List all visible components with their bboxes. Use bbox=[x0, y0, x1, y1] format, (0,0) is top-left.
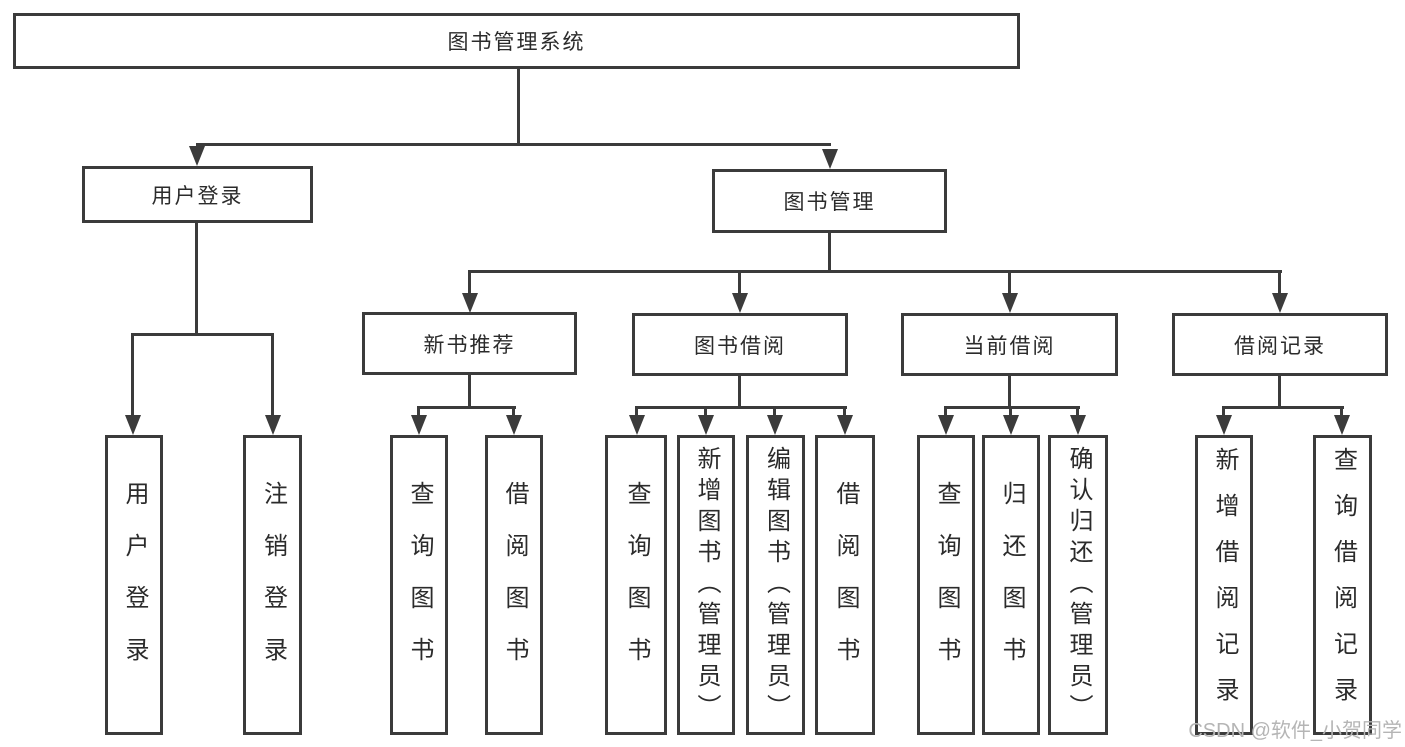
connector-arrow bbox=[837, 415, 853, 435]
connector-vline bbox=[828, 233, 831, 273]
connector-vline bbox=[1340, 406, 1343, 417]
leaf-query-borrow-record: 查询借阅记录 bbox=[1313, 435, 1372, 735]
node-current-borrowing: 当前借阅 bbox=[901, 313, 1118, 376]
connector-hline bbox=[196, 143, 831, 146]
connector-vline bbox=[1008, 270, 1011, 295]
leaf-add-books-admin: 新增图书（管理员） bbox=[677, 435, 735, 735]
node-user-login: 用户登录 bbox=[82, 166, 313, 223]
connector-arrow bbox=[767, 415, 783, 435]
node-new-book-recommend-label: 新书推荐 bbox=[423, 333, 516, 357]
connector-vline bbox=[944, 406, 947, 417]
leaf-edit-books-admin: 编辑图书（管理员） bbox=[746, 435, 805, 735]
connector-vline bbox=[1278, 376, 1281, 409]
connector-arrow bbox=[189, 146, 205, 166]
connector-vline bbox=[131, 333, 134, 417]
leaf-logout-label: 注销登录 bbox=[259, 481, 287, 689]
leaf-user-login-label: 用户登录 bbox=[121, 481, 148, 689]
node-book-management-label: 图书管理 bbox=[783, 191, 876, 214]
connector-arrow bbox=[629, 415, 645, 435]
leaf-query-books-borrow-label: 查询图书 bbox=[623, 481, 650, 689]
connector-hline bbox=[417, 406, 516, 409]
connector-arrow bbox=[938, 415, 954, 435]
connector-vline bbox=[1222, 406, 1225, 417]
node-borrowing-records: 借阅记录 bbox=[1172, 313, 1388, 376]
connector-vline bbox=[468, 375, 471, 409]
node-new-book-recommend: 新书推荐 bbox=[362, 312, 577, 375]
watermark: CSDN @软件_小贺同学 bbox=[1188, 720, 1402, 742]
leaf-edit-books-admin-label: 编辑图书（管理员） bbox=[762, 445, 790, 725]
leaf-confirm-return-admin-label: 确认归还（管理员） bbox=[1065, 445, 1092, 725]
connector-vline bbox=[738, 376, 741, 409]
leaf-query-borrow-record-label: 查询借阅记录 bbox=[1329, 447, 1357, 723]
leaf-query-books-recommend-label: 查询图书 bbox=[406, 481, 433, 689]
leaf-query-books-borrow: 查询图书 bbox=[605, 435, 667, 735]
leaf-return-books-label: 归还图书 bbox=[998, 481, 1025, 689]
connector-vline bbox=[1278, 270, 1281, 295]
leaf-query-books-current: 查询图书 bbox=[917, 435, 975, 735]
connector-arrow bbox=[1272, 293, 1288, 313]
node-book-management: 图书管理 bbox=[712, 169, 947, 233]
connector-arrow bbox=[462, 293, 478, 313]
connector-vline bbox=[1008, 376, 1011, 409]
leaf-confirm-return-admin: 确认归还（管理员） bbox=[1048, 435, 1108, 735]
node-root-library-system: 图书管理系统 bbox=[13, 13, 1020, 69]
connector-hline bbox=[635, 406, 847, 409]
connector-hline bbox=[944, 406, 1080, 409]
connector-arrow bbox=[822, 149, 838, 169]
leaf-add-borrow-record-label: 新增借阅记录 bbox=[1211, 447, 1238, 723]
connector-vline bbox=[512, 406, 515, 417]
connector-hline bbox=[468, 270, 1282, 273]
leaf-add-borrow-record: 新增借阅记录 bbox=[1195, 435, 1253, 735]
connector-vline bbox=[1076, 406, 1079, 417]
connector-vline bbox=[271, 333, 274, 417]
leaf-query-books-current-label: 查询图书 bbox=[933, 481, 960, 689]
leaf-logout: 注销登录 bbox=[243, 435, 302, 735]
connector-arrow bbox=[698, 415, 714, 435]
node-book-borrowing-label: 图书借阅 bbox=[694, 334, 786, 358]
connector-arrow bbox=[1070, 415, 1086, 435]
connector-vline bbox=[738, 270, 741, 295]
connector-hline bbox=[131, 333, 273, 336]
connector-arrow bbox=[506, 415, 522, 435]
connector-hline bbox=[1222, 406, 1344, 409]
leaf-add-books-admin-label: 新增图书（管理员） bbox=[693, 445, 720, 725]
connector-arrow bbox=[1216, 415, 1232, 435]
node-user-login-label: 用户登录 bbox=[151, 184, 244, 208]
connector-vline bbox=[843, 406, 846, 417]
connector-arrow bbox=[1002, 293, 1018, 313]
node-borrowing-records-label: 借阅记录 bbox=[1234, 334, 1326, 358]
connector-arrow bbox=[732, 293, 748, 313]
connector-vline bbox=[773, 406, 776, 417]
connector-vline bbox=[635, 406, 638, 417]
leaf-query-books-recommend: 查询图书 bbox=[390, 435, 448, 735]
leaf-user-login: 用户登录 bbox=[105, 435, 163, 735]
connector-arrow bbox=[1334, 415, 1350, 435]
leaf-return-books: 归还图书 bbox=[982, 435, 1040, 735]
connector-vline bbox=[417, 406, 420, 417]
leaf-borrow-books: 借阅图书 bbox=[815, 435, 875, 735]
connector-arrow bbox=[411, 415, 427, 435]
leaf-borrow-books-label: 借阅图书 bbox=[832, 481, 859, 689]
connector-vline bbox=[1009, 406, 1012, 417]
leaf-borrow-books-recommend-label: 借阅图书 bbox=[501, 481, 528, 689]
connector-arrow bbox=[265, 415, 281, 435]
connector-arrow bbox=[1003, 415, 1019, 435]
connector-vline bbox=[517, 68, 520, 146]
node-root-label: 图书管理系统 bbox=[447, 31, 586, 54]
node-book-borrowing: 图书借阅 bbox=[632, 313, 848, 376]
connector-vline bbox=[195, 223, 198, 336]
connector-arrow bbox=[125, 415, 141, 435]
connector-vline bbox=[468, 270, 471, 295]
connector-vline bbox=[704, 406, 707, 417]
node-current-borrowing-label: 当前借阅 bbox=[963, 334, 1056, 358]
leaf-borrow-books-recommend: 借阅图书 bbox=[485, 435, 543, 735]
